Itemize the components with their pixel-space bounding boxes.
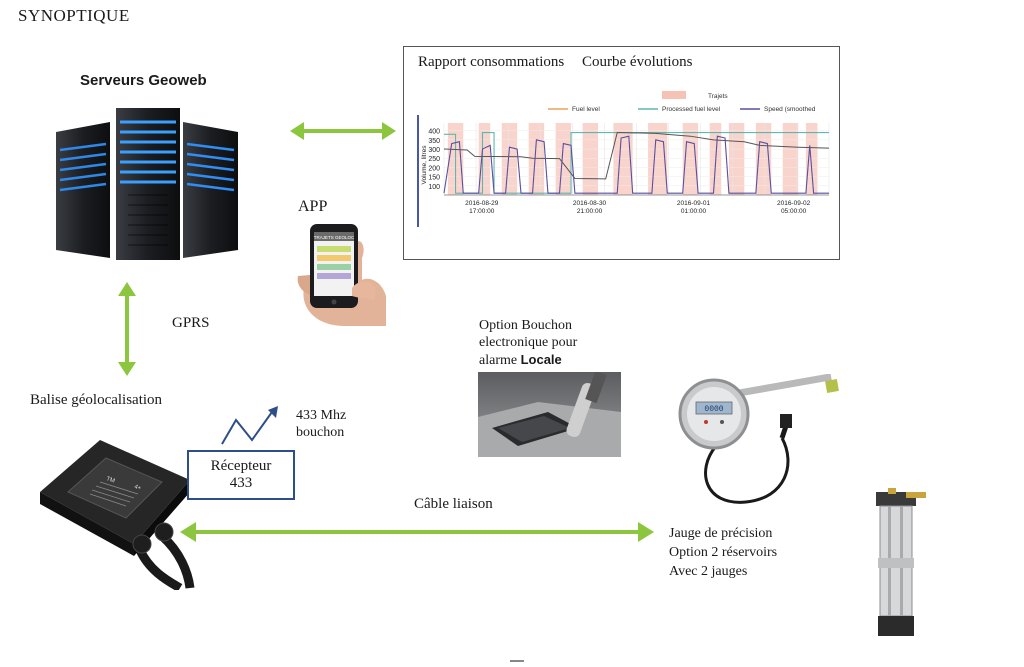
- arrow-cable-link: [180, 522, 654, 542]
- y-tick-label: 300: [428, 147, 440, 154]
- y-axis-label: Volume, litres: [421, 145, 428, 185]
- option-line3-prefix: alarme: [479, 353, 518, 368]
- servers-title: Serveurs Geoweb: [80, 72, 207, 89]
- gprs-label: GPRS: [172, 315, 210, 331]
- trip-band: [555, 123, 572, 195]
- footer-mark: [510, 660, 524, 662]
- x-tick-date: 2016-08-29: [465, 200, 499, 207]
- gauge-label: Jauge de précision Option 2 réservoirs A…: [669, 524, 777, 581]
- server-lights-right: [186, 142, 235, 192]
- gauge-display: 0000: [704, 405, 723, 414]
- trip-band: [805, 123, 818, 195]
- y-tick-label: 100: [428, 184, 440, 191]
- trip-band: [755, 123, 772, 195]
- trip-band: [582, 123, 598, 195]
- y-tick-label: 150: [428, 175, 440, 182]
- receiver-label: Récepteur: [210, 458, 272, 474]
- trip-band: [528, 123, 545, 195]
- server-lights-middle: [120, 120, 176, 184]
- frequency-label-line1: 433 Mhz: [296, 408, 347, 423]
- trip-band: [478, 123, 491, 195]
- signal-wave-icon: [221, 406, 278, 445]
- arrow-servers-report: [290, 122, 396, 140]
- servers-illustration: [56, 108, 238, 260]
- x-tick-date: 2016-09-01: [677, 200, 711, 207]
- fuel-level-line: [443, 132, 830, 180]
- report-title: Rapport consommations Courbe évolutions: [418, 54, 692, 71]
- tank-probe-illustration: [876, 488, 926, 636]
- legend-label: Speed (smoothed: [764, 106, 816, 113]
- receiver-frequency: 433: [229, 475, 253, 491]
- legend-label: Processed fuel level: [662, 106, 721, 113]
- option-line2: electronique pour: [479, 335, 578, 350]
- legend-band-swatch: [662, 91, 686, 99]
- option-bouchon-label: Option Bouchon electronique pour alarme …: [479, 317, 577, 369]
- x-tick-time: 17:00:00: [469, 208, 495, 215]
- y-tick-label: 250: [428, 156, 440, 163]
- phone-screen-header: TRAJETS GEOLOC: [314, 235, 355, 240]
- y-tick-label: 350: [428, 138, 440, 145]
- option-line1: Option Bouchon: [479, 318, 572, 333]
- receiver-box: Récepteur 433: [187, 450, 295, 500]
- trip-band: [613, 123, 633, 195]
- frequency-label-line2: bouchon: [296, 425, 345, 440]
- phone-in-hand-illustration: TRAJETS GEOLOC: [297, 224, 386, 326]
- legend-band-label: Trajets: [708, 93, 728, 100]
- x-tick-time: 05:00:00: [781, 208, 807, 215]
- device-brand-label: TM: [105, 476, 115, 484]
- option-line3: alarme Locale: [479, 351, 577, 369]
- tracker-device-illustration: TM 4+: [40, 440, 195, 590]
- frequency-label: 433 Mhz bouchon: [296, 407, 346, 441]
- y-tick-label: 200: [428, 165, 440, 172]
- report-title-consumption: Rapport consommations: [418, 54, 565, 70]
- balise-label: Balise géolocalisation: [30, 392, 163, 408]
- page-title: SYNOPTIQUE: [18, 6, 130, 25]
- gauge-line3: Avec 2 jauges: [669, 564, 748, 579]
- trip-band: [501, 123, 518, 195]
- precision-gauge-illustration: 0000: [678, 374, 839, 504]
- fuel-cap-photo: [478, 372, 621, 457]
- trip-band: [782, 123, 799, 195]
- x-tick-time: 01:00:00: [681, 208, 707, 215]
- gauge-line1: Jauge de précision: [669, 526, 773, 541]
- trip-band: [728, 123, 745, 195]
- trip-band: [682, 123, 699, 195]
- server-lights-left: [59, 142, 107, 192]
- option-line3-bold: Locale: [520, 352, 562, 367]
- app-label: APP: [298, 198, 328, 215]
- fuel-cap-illustration: [478, 372, 621, 457]
- device-model-label: 4+: [133, 484, 142, 492]
- x-tick-date: 2016-09-02: [777, 200, 811, 207]
- report-panel: Rapport consommations Courbe évolutions …: [403, 46, 840, 260]
- report-title-curve: Courbe évolutions: [582, 54, 693, 70]
- x-tick-time: 21:00:00: [577, 208, 603, 215]
- speed-line: [443, 135, 829, 194]
- x-tick-date: 2016-08-30: [573, 200, 607, 207]
- legend-label: Fuel level: [572, 106, 600, 113]
- cable-label: Câble liaison: [414, 496, 493, 512]
- arrow-servers-balise: [118, 282, 136, 376]
- y-tick-label: 400: [428, 129, 440, 136]
- gauge-line2: Option 2 réservoirs: [669, 545, 778, 560]
